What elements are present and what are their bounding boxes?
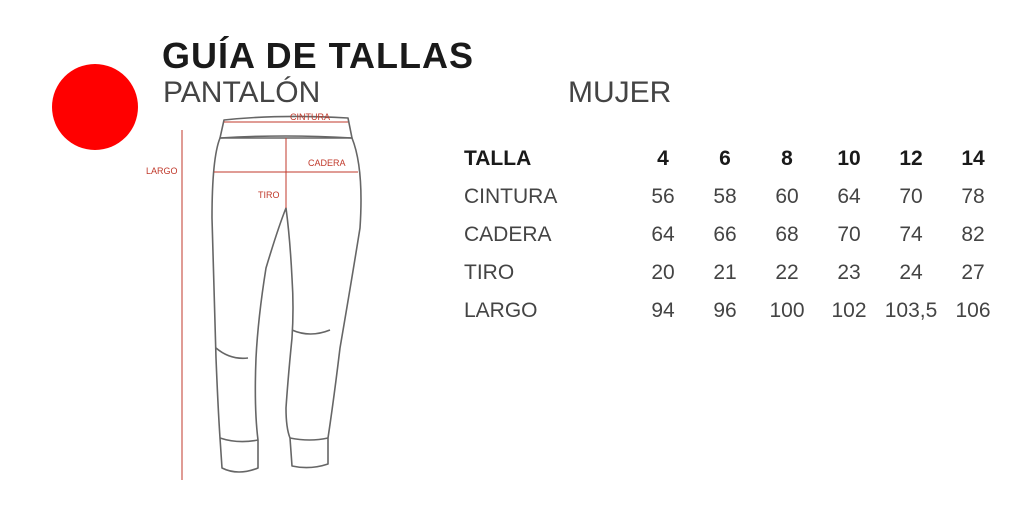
table-cell: 68 (775, 223, 799, 246)
table-cell: 82 (961, 223, 985, 246)
table-cell: 66 (713, 223, 737, 246)
red-circle-accent (52, 64, 138, 150)
size-col-header: 4 (657, 147, 669, 170)
table-cell: 24 (899, 261, 923, 284)
row-label: TIRO (464, 261, 515, 284)
table-cell: 21 (713, 261, 737, 284)
page-title: GUÍA DE TALLAS (162, 35, 474, 76)
size-col-header: 12 (899, 147, 923, 170)
table-cell: 102 (831, 299, 867, 322)
rise-label: TIRO (258, 190, 280, 200)
waist-label: CINTURA (290, 112, 330, 122)
row-label: CINTURA (464, 185, 558, 208)
pants-illustration: CINTURA CADERA TIRO LARGO (146, 112, 362, 480)
length-label: LARGO (146, 166, 178, 176)
garment-subtitle: PANTALÓN (163, 76, 321, 109)
table-cell: 96 (713, 299, 737, 322)
table-cell: 78 (961, 185, 985, 208)
gender-label: MUJER (568, 76, 672, 109)
table-row: CADERA 64 66 68 70 74 82 (464, 216, 1004, 254)
size-col-header: 10 (837, 147, 861, 170)
table-cell: 20 (651, 261, 675, 284)
table-cell: 106 (955, 299, 991, 322)
table-row: TIRO 20 21 22 23 24 27 (464, 254, 1004, 292)
size-header-row: TALLA 4 6 8 10 12 14 (464, 140, 1004, 178)
row-label: CADERA (464, 223, 552, 246)
size-col-header: 14 (961, 147, 985, 170)
table-cell: 58 (713, 185, 737, 208)
hip-label: CADERA (308, 158, 346, 168)
table-cell: 56 (651, 185, 675, 208)
knee-line-right (291, 329, 331, 335)
knee-line-left (215, 347, 249, 360)
table-cell: 22 (775, 261, 799, 284)
table-cell: 60 (775, 185, 799, 208)
pants-outline (211, 137, 362, 473)
table-row: CINTURA 56 58 60 64 70 78 (464, 178, 1004, 216)
table-cell: 23 (837, 261, 861, 284)
size-col-header: 8 (781, 147, 793, 170)
table-cell: 27 (961, 261, 985, 284)
cuff-line-left (219, 437, 259, 443)
row-label: LARGO (464, 299, 538, 322)
table-cell: 64 (651, 223, 675, 246)
table-cell: 64 (837, 185, 861, 208)
table-row: LARGO 94 96 100 102 103,5 106 (464, 292, 1004, 330)
table-cell: 94 (651, 299, 675, 322)
table-cell: 70 (899, 185, 923, 208)
waistband-outline (219, 115, 353, 139)
table-cell: 100 (769, 299, 805, 322)
size-header-label: TALLA (464, 147, 532, 170)
table-cell: 74 (899, 223, 923, 246)
table-cell: 103,5 (884, 299, 938, 322)
size-table: TALLA 4 6 8 10 12 14 CINTURA 56 58 60 64… (464, 140, 1004, 330)
cuff-line-right (289, 437, 329, 441)
size-col-header: 6 (719, 147, 731, 170)
table-cell: 70 (837, 223, 861, 246)
